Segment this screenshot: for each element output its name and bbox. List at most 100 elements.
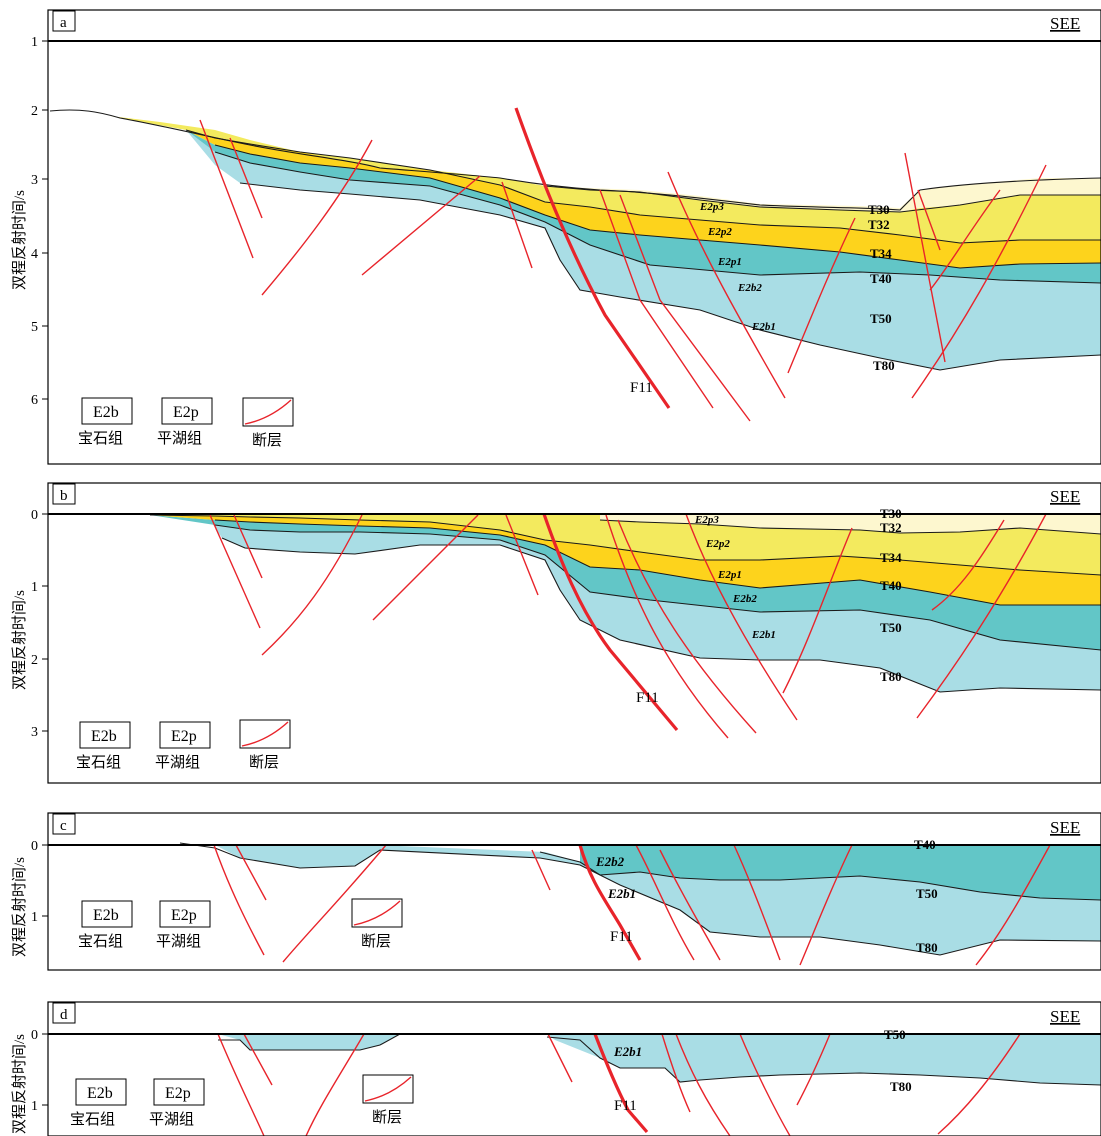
fault-line [659, 849, 721, 961]
horizon-T80-line [221, 537, 1101, 693]
tick-label: 1 [31, 35, 38, 50]
horizon-label: T80 [916, 940, 938, 955]
y-axis-ticks: 1 2 3 4 5 6 [31, 35, 48, 408]
unit-label: E2p2 [707, 226, 732, 238]
horizon-T80-line [546, 1036, 1101, 1086]
unit-label: E2b2 [737, 282, 762, 294]
unit-label: E2p1 [717, 569, 742, 581]
unit-p3-fill [600, 514, 1101, 534]
y-axis-ticks: 0 1 [31, 1028, 48, 1114]
unit-label: E2b1 [751, 629, 776, 641]
tick-label: 4 [31, 247, 38, 262]
legend-code-p: E2p [173, 404, 199, 421]
horizon-label: T34 [870, 246, 892, 261]
fault-line [685, 513, 798, 721]
fault-label: F11 [630, 380, 653, 396]
unit-label: E2b1 [607, 886, 636, 901]
fault-F11-line [542, 513, 679, 732]
horizon-T34-line [185, 129, 1101, 244]
fault-line [199, 119, 254, 259]
fault-line [282, 844, 387, 963]
fault-line [617, 519, 757, 734]
fault-line [929, 189, 1001, 291]
horizon-T80-line [179, 842, 1101, 956]
horizon-T40-line [214, 519, 1101, 606]
panel-c: c SEE 0 1 双程反射时间/s T40 T50 T80 E2b2 E2b1… [11, 812, 1101, 971]
horizon-label: T34 [880, 550, 902, 565]
top-surface [49, 109, 1101, 211]
legend: E2b 宝石组 E2p 平湖组 断层 [78, 898, 403, 950]
horizon-T80-line [218, 1033, 401, 1051]
y-axis-ticks: 0 1 [31, 839, 48, 925]
panel-letter: d [60, 1007, 68, 1023]
y-axis-label: 双程反射时间/s [11, 857, 28, 957]
horizon-label: T32 [880, 520, 902, 535]
fault-F11-line [578, 844, 642, 961]
fault-line [733, 844, 781, 961]
fault-line [782, 527, 853, 694]
tick-label: 2 [31, 104, 38, 119]
direction-label: SEE [1050, 818, 1080, 837]
legend-code-p: E2p [171, 728, 197, 745]
y-axis-ticks: 0 1 2 3 [31, 508, 48, 740]
unit-label: E2p3 [694, 514, 719, 526]
horizon-label: T40 [914, 837, 936, 852]
legend: E2b 宝石组 E2p 平湖组 断层 [76, 719, 291, 771]
legend-code-b: E2b [93, 404, 119, 421]
legend-name-b: 宝石组 [76, 754, 121, 771]
unit-p3-fill [545, 178, 1101, 212]
horizon-label: T30 [868, 202, 890, 217]
unit-b1-fill [547, 1034, 1101, 1085]
legend-name-fault: 断层 [372, 1109, 402, 1126]
fault-line [547, 1033, 573, 1083]
fault-line [217, 1033, 265, 1136]
unit-b2-fill [186, 130, 1101, 283]
unit-b1-fill [186, 130, 1101, 370]
unit-label: E2b1 [751, 321, 776, 333]
horizon-label: T50 [916, 886, 938, 901]
fault-F11-line [593, 1033, 649, 1134]
horizon-T30-line [599, 519, 1101, 535]
horizon-label: T50 [884, 1027, 906, 1042]
tick-label: 0 [31, 839, 38, 854]
tick-label: 0 [31, 1028, 38, 1043]
unit-label: E2p3 [699, 201, 724, 213]
horizon-label: T80 [890, 1079, 912, 1094]
horizon-T30-line [544, 185, 1101, 213]
fault-line [233, 514, 263, 579]
fault-label: F11 [610, 929, 633, 945]
tick-label: 1 [31, 580, 38, 595]
legend-name-fault: 断层 [249, 754, 279, 771]
y-axis-label: 双程反射时间/s [11, 1034, 28, 1134]
direction-label: SEE [1050, 14, 1080, 33]
horizon-T34-line [149, 514, 1101, 576]
horizon-T50-line [214, 151, 1101, 284]
fault-line [787, 217, 856, 374]
legend-name-b: 宝石组 [70, 1111, 115, 1128]
fault-line [243, 1033, 273, 1086]
unit-label: E2b1 [613, 1044, 642, 1059]
unit-p2-fill [110, 116, 1101, 243]
fault-line [931, 519, 1005, 611]
legend-name-b: 宝石组 [78, 933, 123, 950]
panel-letter: c [60, 818, 67, 834]
legend: E2b 宝石组 E2p 平湖组 断层 [78, 397, 294, 449]
fault-line [796, 1033, 831, 1106]
tick-label: 1 [31, 1099, 38, 1114]
legend-code-b: E2b [93, 907, 119, 924]
unit-p1-fill [186, 130, 1101, 268]
legend-name-p: 平湖组 [155, 754, 200, 771]
fault-F11-line [514, 107, 671, 409]
fault-line [261, 139, 373, 296]
horizon-label: T50 [880, 620, 902, 635]
fault-line [261, 514, 363, 656]
unit-b2-fill [150, 515, 1101, 650]
unit-label: E2p1 [717, 256, 742, 268]
horizon-T80-line [239, 182, 1101, 371]
fault-line [975, 844, 1051, 966]
horizon-label: T40 [880, 578, 902, 593]
fault-line [213, 844, 265, 956]
fault-line [599, 189, 714, 409]
horizon-label: T80 [880, 669, 902, 684]
